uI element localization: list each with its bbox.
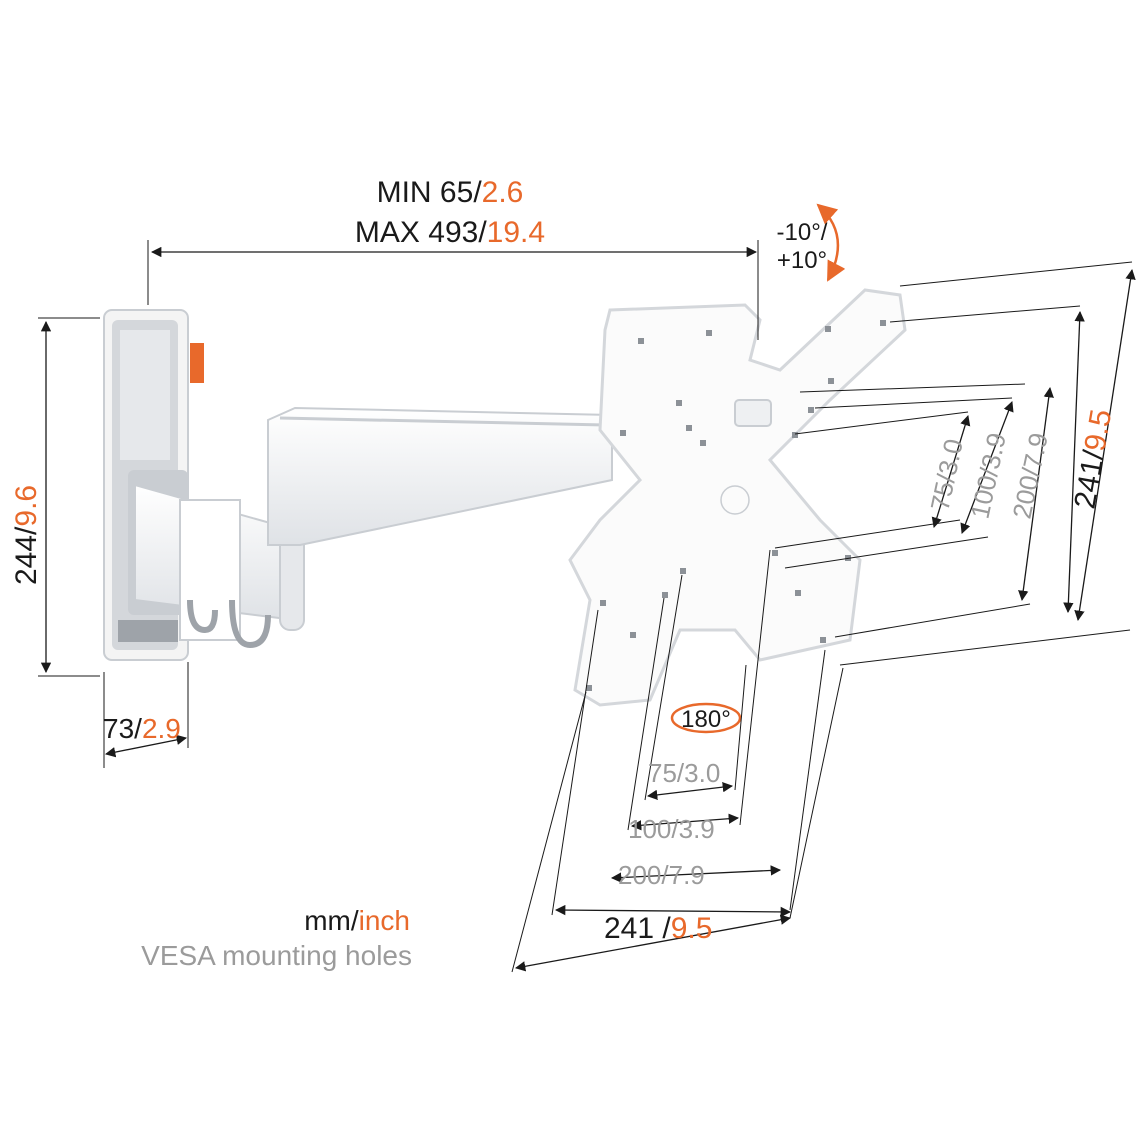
arm-max-inch: 19.4 xyxy=(487,216,545,249)
vesa-v-100-label: 100/3.9 xyxy=(965,430,1012,521)
plate-height-label: 244/9.6 xyxy=(10,485,43,585)
vesa-v-75-label: 75/3.0 xyxy=(925,436,969,513)
vesa-h-241-label: 241 /9.5 xyxy=(604,912,712,945)
arm-max-label: MAX 493/19.4 xyxy=(355,216,545,249)
lock-tab-icon xyxy=(190,343,204,383)
arm-min-mm: MIN 65 xyxy=(377,176,474,209)
swivel-arm-icon xyxy=(128,406,613,649)
vesa-vertical-lines xyxy=(774,261,1136,666)
units-legend: mm/inch xyxy=(304,905,410,936)
units-mm: mm xyxy=(304,905,351,936)
vesa-h-75-label: 75/3.0 xyxy=(648,758,720,788)
vesa-h-200-label: 200/7.9 xyxy=(618,860,705,890)
arm-min-label: MIN 65/2.6 xyxy=(377,176,524,209)
tilt-line-2: +10° xyxy=(777,247,827,274)
rotation-label: 180° xyxy=(681,706,731,733)
vesa-v-241-label: 241/9.5 xyxy=(1068,407,1118,511)
plate-height-dimension xyxy=(38,317,100,677)
vesa-plate-icon xyxy=(568,288,907,707)
plate-depth-mm: 73 xyxy=(103,713,134,744)
vesa-h-100-label: 100/3.9 xyxy=(628,814,715,844)
arm-min-inch: 2.6 xyxy=(482,176,524,209)
plate-depth-dimension xyxy=(103,662,189,768)
vesa-horizontal-lines xyxy=(511,549,844,973)
tilt-arrow-icon xyxy=(816,203,846,282)
arm-max-sep: / xyxy=(478,216,487,249)
vesa-note: VESA mounting holes xyxy=(141,940,412,971)
plate-height-mm: 244 xyxy=(10,535,43,585)
tilt-line-1: -10°/ xyxy=(777,219,828,246)
vesa-v-200-label: 200/7.9 xyxy=(1007,430,1054,521)
plate-depth-inch: 2.9 xyxy=(142,713,181,744)
plate-depth-label: 73/2.9 xyxy=(103,713,181,744)
rotation-arrow-icon xyxy=(670,702,742,734)
arm-length-dimension xyxy=(147,240,759,340)
arm-min-sep: / xyxy=(473,176,482,209)
arm-max-mm: MAX 493 xyxy=(355,216,478,249)
units-inch: inch xyxy=(359,905,410,936)
plate-height-inch: 9.6 xyxy=(10,485,43,527)
